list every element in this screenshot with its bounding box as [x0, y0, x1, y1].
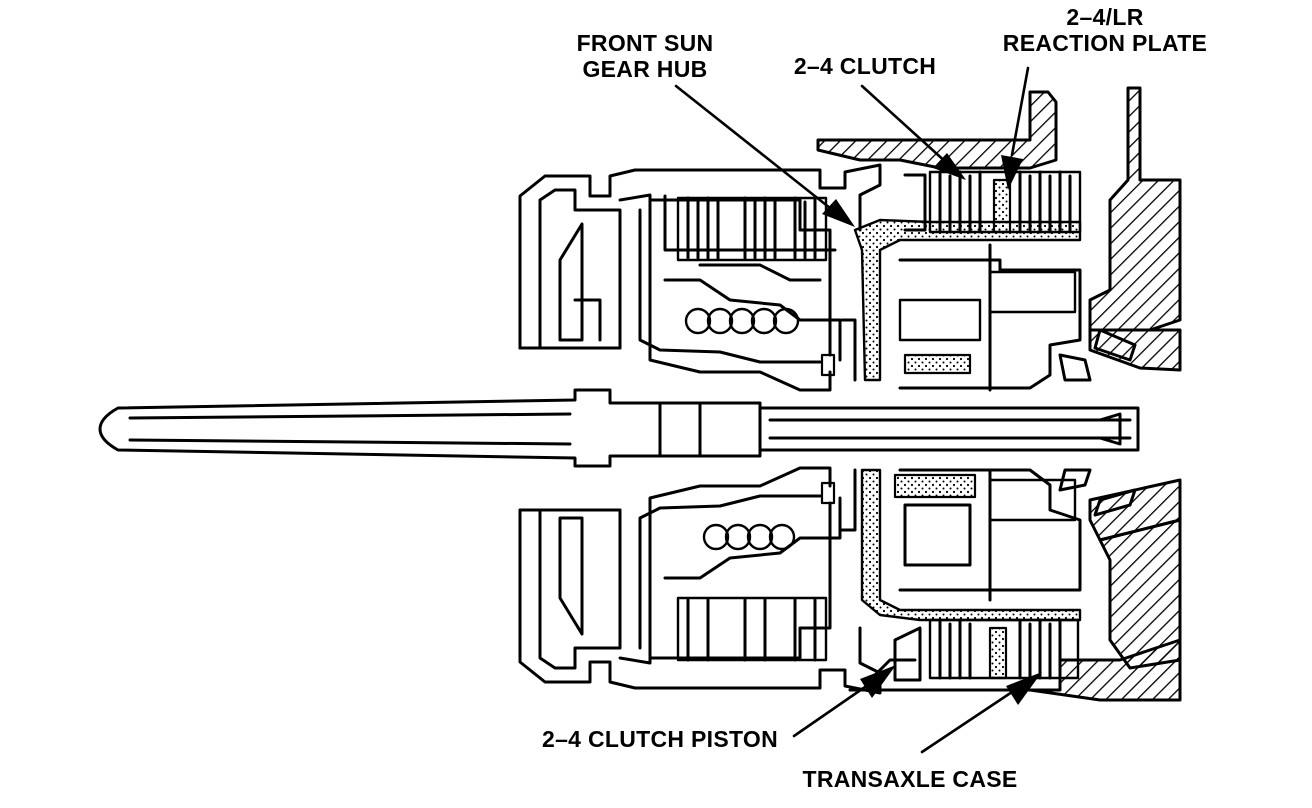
front-sun-gear-hub-lower: [860, 468, 1082, 622]
input-clutch-housing-lower: [518, 466, 882, 695]
input-clutch-pack-upper: [676, 196, 828, 335]
reaction-plate-label-line-2: REACTION PLATE: [1002, 30, 1208, 56]
front-sun-gear-hub-label-line-1: FRONT SUN: [576, 30, 714, 56]
input-clutch-housing-upper: [518, 163, 882, 392]
clutch-24-label[interactable]: 2–4 CLUTCH: [793, 53, 937, 79]
callout-leaders: [674, 66, 1042, 754]
input-shaft: [98, 388, 1140, 468]
front-sun-gear-hub-label-line-2: GEAR HUB: [582, 56, 708, 82]
front-sun-gear-hub-upper: [853, 218, 1082, 392]
center-seals: [820, 318, 1137, 532]
reaction-plate-label[interactable]: 2–4/LR REACTION PLATE: [985, 4, 1225, 56]
reaction-plate-label-line-1: 2–4/LR: [1066, 4, 1144, 30]
clutch-24-pack-lower: [868, 618, 1080, 682]
transaxle-case-label[interactable]: TRANSAXLE CASE: [802, 766, 1018, 792]
front-sun-gear-hub-label[interactable]: FRONT SUN GEAR HUB: [560, 30, 730, 82]
transaxle-case-upper: [816, 86, 1182, 372]
clutch-piston-label[interactable]: 2–4 CLUTCH PISTON: [542, 726, 778, 752]
